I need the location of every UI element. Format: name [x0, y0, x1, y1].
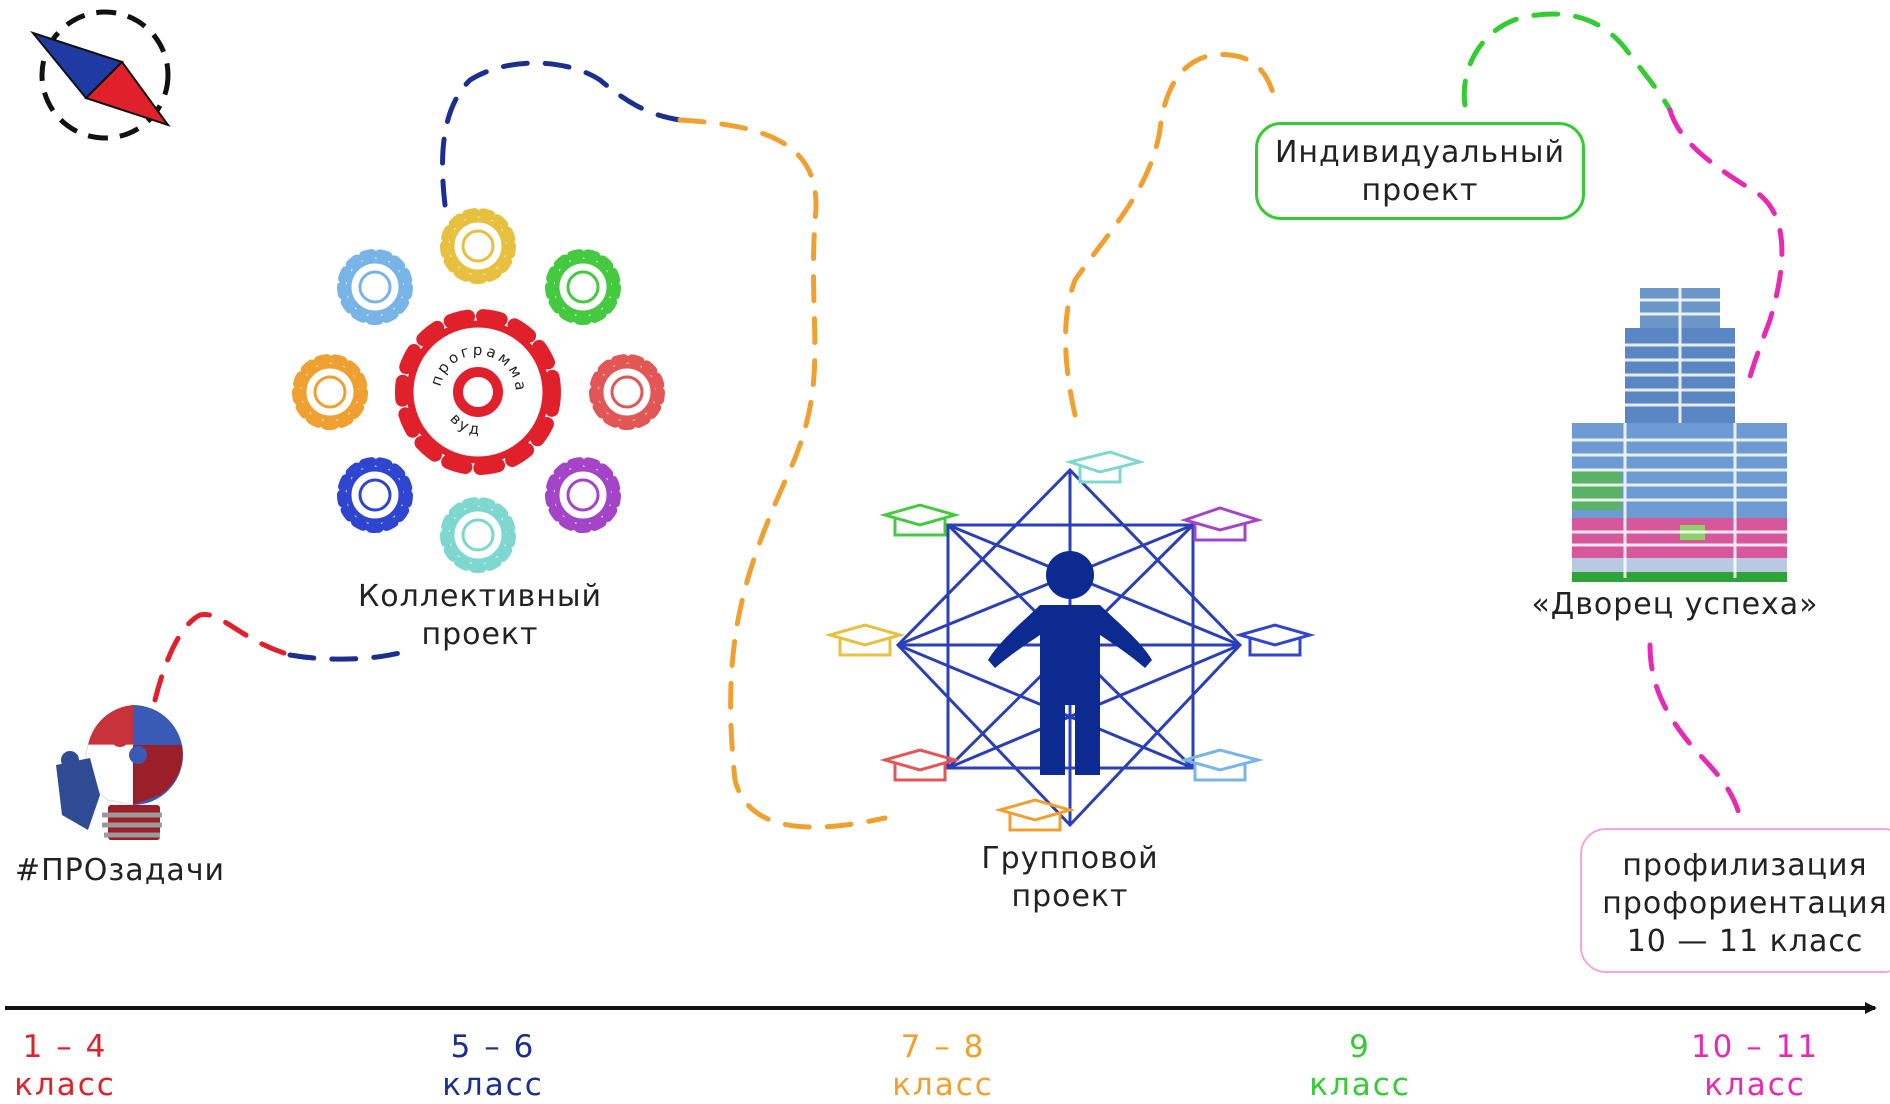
grade-unit: класс: [892, 1067, 994, 1103]
dashed-path: [152, 11, 1785, 830]
grade-5-6: 5 – 6 класс: [428, 1028, 558, 1104]
path-green: [1461, 11, 1673, 113]
path-red: [152, 611, 293, 703]
individual-project-box: [1255, 122, 1585, 220]
path-magenta: [1647, 107, 1785, 821]
gear-small-orange: [292, 354, 368, 430]
collective-project-label: Коллективный проект: [335, 578, 625, 654]
gear-cluster-icon: [292, 208, 665, 573]
grade-9: 9 класс: [1295, 1028, 1425, 1104]
grade-unit: класс: [1704, 1067, 1806, 1103]
compass-logo-icon: [30, 9, 171, 141]
grade-unit: класс: [1309, 1067, 1411, 1103]
grade-range: 10 – 11: [1690, 1029, 1820, 1065]
gear-small-green: [545, 249, 621, 325]
path-blue: [287, 60, 683, 662]
palace-label: «Дворец успеха»: [1531, 587, 1819, 622]
grade-range: 7 – 8: [900, 1029, 986, 1065]
individual-line1: Индивидуальный: [1274, 135, 1565, 170]
profile-box: [1580, 828, 1890, 973]
gear-small-yellow: [440, 208, 516, 284]
puzzle-lightbulb-icon: [56, 705, 183, 840]
individual-line2: проект: [1361, 173, 1479, 208]
gear-small-purple: [545, 457, 621, 533]
gear-small-blue: [337, 457, 413, 533]
skyscraper-icon: [1572, 288, 1787, 582]
gear-center-text: программа вуд: [427, 341, 528, 439]
graduate-network-icon: [824, 450, 1316, 832]
grade-range: 1 – 4: [22, 1029, 108, 1065]
grade-unit: класс: [14, 1067, 116, 1103]
grade-range: 9: [1349, 1029, 1371, 1065]
gear-small-lightblue: [337, 249, 413, 325]
profile-label: профилизация профориентация 10 — 11 клас…: [1585, 847, 1890, 961]
path-orange: [677, 51, 1278, 830]
group-project-label: Групповой проект: [950, 840, 1190, 916]
gear-small-teal: [440, 497, 516, 573]
grade-1-4: 1 – 4 класс: [0, 1028, 130, 1104]
collective-line2: проект: [421, 617, 539, 652]
gear-small-coral: [589, 354, 665, 430]
individual-project-label: Индивидуальный проект: [1255, 134, 1585, 210]
grade-7-8: 7 – 8 класс: [878, 1028, 1008, 1104]
gear-main-red: [395, 309, 561, 475]
profile-line3: 10 — 11 класс: [1626, 924, 1864, 959]
graduate-cap-icon: [824, 450, 1316, 832]
grade-10-11: 10 – 11 класс: [1690, 1028, 1820, 1104]
group-line2: проект: [1011, 879, 1129, 914]
profile-line2: профориентация: [1602, 886, 1888, 921]
tasks-label: #ПРОзадачи: [14, 853, 226, 888]
profile-line1: профилизация: [1622, 848, 1868, 883]
grade-unit: класс: [442, 1067, 544, 1103]
person-icon: [988, 551, 1152, 775]
group-line1: Групповой: [981, 841, 1159, 876]
collective-line1: Коллективный: [357, 579, 603, 614]
grade-range: 5 – 6: [450, 1029, 536, 1065]
